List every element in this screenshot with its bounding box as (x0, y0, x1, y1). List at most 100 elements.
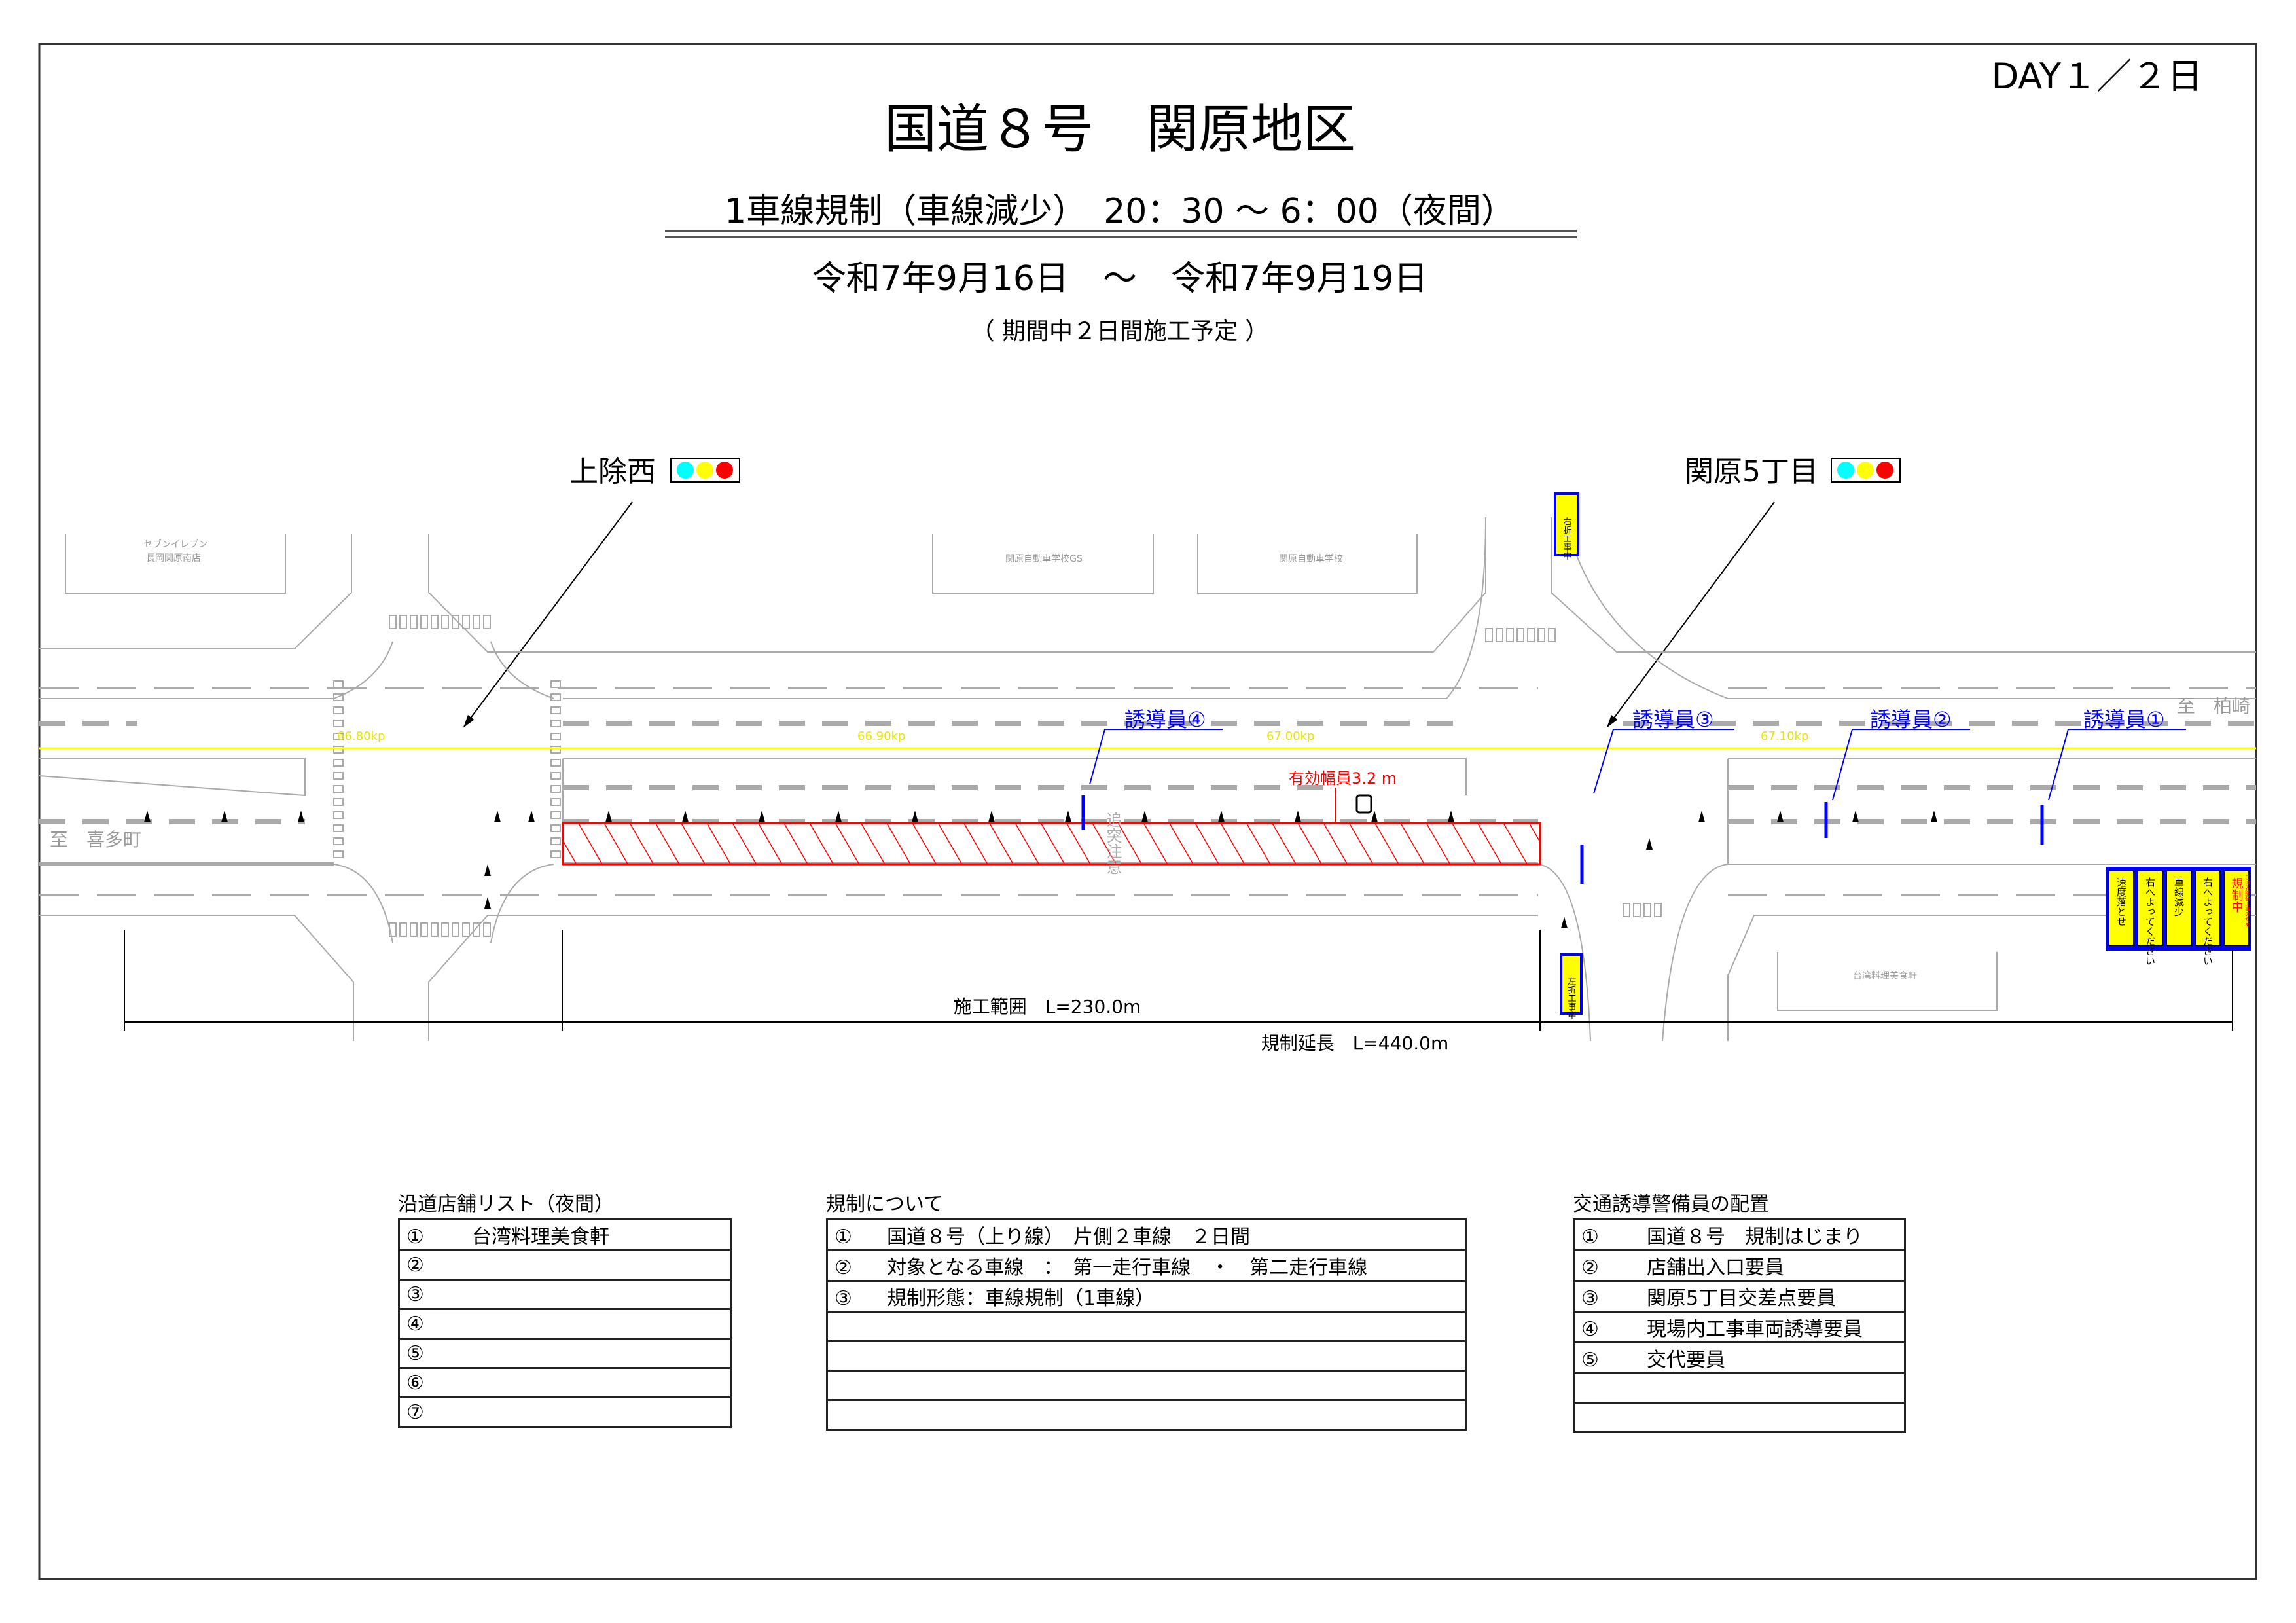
leader-arrow (463, 501, 633, 728)
building-label: 関原自動車学校 (1279, 553, 1343, 564)
regulation-length-label: 規制延長 L=440.0m (1261, 1032, 1449, 1054)
intersection-label-sekihara5: 関原5丁目 (1685, 455, 1901, 488)
table-cell (1573, 1402, 1906, 1433)
traffic-cone-icon (484, 897, 491, 909)
crosswalk-stripe (462, 615, 470, 629)
guard-figures (1081, 795, 2044, 884)
leader-arrow (1606, 501, 1775, 728)
traffic-cone-icon (1371, 811, 1378, 822)
row-number: ③ (1581, 1287, 1599, 1310)
intersection-label-kamijonishi: 上除西 (569, 455, 740, 488)
kp-label: 66.80kp (337, 729, 385, 743)
crosswalk-stripe (550, 693, 561, 701)
table-row (1573, 1372, 1906, 1404)
crosswalk-stripe (550, 680, 561, 688)
crosswalk-stripe (333, 772, 344, 780)
traffic-cone-icon (1698, 811, 1705, 822)
traffic-cone-icon (1295, 811, 1301, 822)
table-row: ② (398, 1249, 732, 1281)
traffic-cone-icon (1218, 811, 1225, 822)
crosswalk-stripe (1527, 628, 1535, 642)
table-row: ④ (398, 1308, 732, 1340)
table-row (826, 1340, 1467, 1372)
traffic-cone-icon (494, 811, 501, 822)
table-cell: ③ 規制形態：車線規制（1車線） (826, 1280, 1467, 1313)
sign-panel (2108, 870, 2134, 946)
traffic-cone-icon (221, 811, 228, 822)
crosswalk-stripe (1643, 903, 1651, 917)
row-number: ⑤ (406, 1341, 424, 1365)
intersection-name: 上除西 (569, 455, 656, 488)
crosswalk-stripe (410, 615, 418, 629)
crosswalk-stripe (389, 615, 397, 629)
row-number: ① (834, 1226, 852, 1249)
sign-panel-text: 車線減少 (2173, 877, 2185, 917)
building-seven-eleven (65, 534, 286, 594)
building-label: セブンイレブン (143, 539, 207, 550)
crosswalk-stripe (452, 615, 459, 629)
crosswalk-stripe (1548, 628, 1556, 642)
crosswalk-stripe (399, 615, 407, 629)
crosswalk-stripe (431, 922, 439, 937)
crosswalk-stripe (550, 720, 561, 727)
row-number: ④ (406, 1312, 424, 1336)
table-cell: ② (398, 1249, 732, 1281)
building-label: 台湾料理美食軒 (1853, 970, 1917, 981)
guard-label-1: 誘導員① (2083, 707, 2165, 732)
traffic-cone-icon (682, 811, 689, 822)
schedule-note: （ 期間中２日間施工予定 ） (971, 318, 1269, 345)
crosswalk-stripe (1537, 628, 1545, 642)
crosswalk-stripe (420, 615, 428, 629)
row-text (1634, 1377, 1647, 1400)
crosswalk-stripe (333, 706, 344, 714)
crosswalk-stripe (452, 922, 459, 937)
row-number: ③ (834, 1287, 852, 1310)
crosswalk-stripe (550, 772, 561, 780)
table-cell (826, 1311, 1467, 1342)
table-row (826, 1399, 1467, 1431)
row-text: 店舗出入口要員 (1647, 1256, 1784, 1279)
road-edges (39, 517, 2256, 1042)
crosswalk-stripe (550, 811, 561, 819)
crosswalk-stripe (1633, 903, 1641, 917)
vehicle-icon (1355, 794, 1372, 814)
traffic-cone-icon (605, 811, 612, 822)
crosswalk-stripe (550, 798, 561, 806)
crosswalk-stripe (483, 922, 491, 937)
crosswalk-stripe (333, 693, 344, 701)
table-cell: ② 店舗出入口要員 (1573, 1249, 1906, 1282)
row-number: ② (1581, 1256, 1599, 1279)
crosswalk-stripe (333, 680, 344, 688)
traffic-cone-icon (1561, 917, 1568, 928)
row-number: ⑥ (406, 1371, 424, 1395)
sign-panel-small-text: この先舗装工事のため (2245, 875, 2251, 927)
table-cell (826, 1399, 1467, 1431)
row-number: ⑤ (1581, 1349, 1599, 1372)
row-text (1634, 1406, 1647, 1429)
crosswalk-stripe (431, 615, 439, 629)
sign-panel-text: 右へよってください (2202, 877, 2214, 966)
crosswalk-stripe (333, 785, 344, 793)
crosswalk-stripe (333, 837, 344, 845)
row-text (459, 1372, 472, 1395)
signal-light-yellow (696, 462, 713, 479)
signal-light-cyan (677, 462, 694, 479)
work-zone-hatched-area (562, 822, 1541, 866)
kp-label: 67.10kp (1761, 729, 1808, 743)
row-text (459, 1342, 472, 1365)
sign-text: 右折工事中 (1562, 517, 1572, 560)
sign-panel-text: 規制中 (2230, 877, 2244, 913)
drawing-frame (38, 43, 2257, 1580)
table-row: ② 店舗出入口要員 (1573, 1249, 1906, 1282)
crosswalk-stripe (399, 922, 407, 937)
row-text: 規制形態：車線規制（1車線） (887, 1287, 1155, 1310)
sign-panel (2223, 870, 2250, 946)
